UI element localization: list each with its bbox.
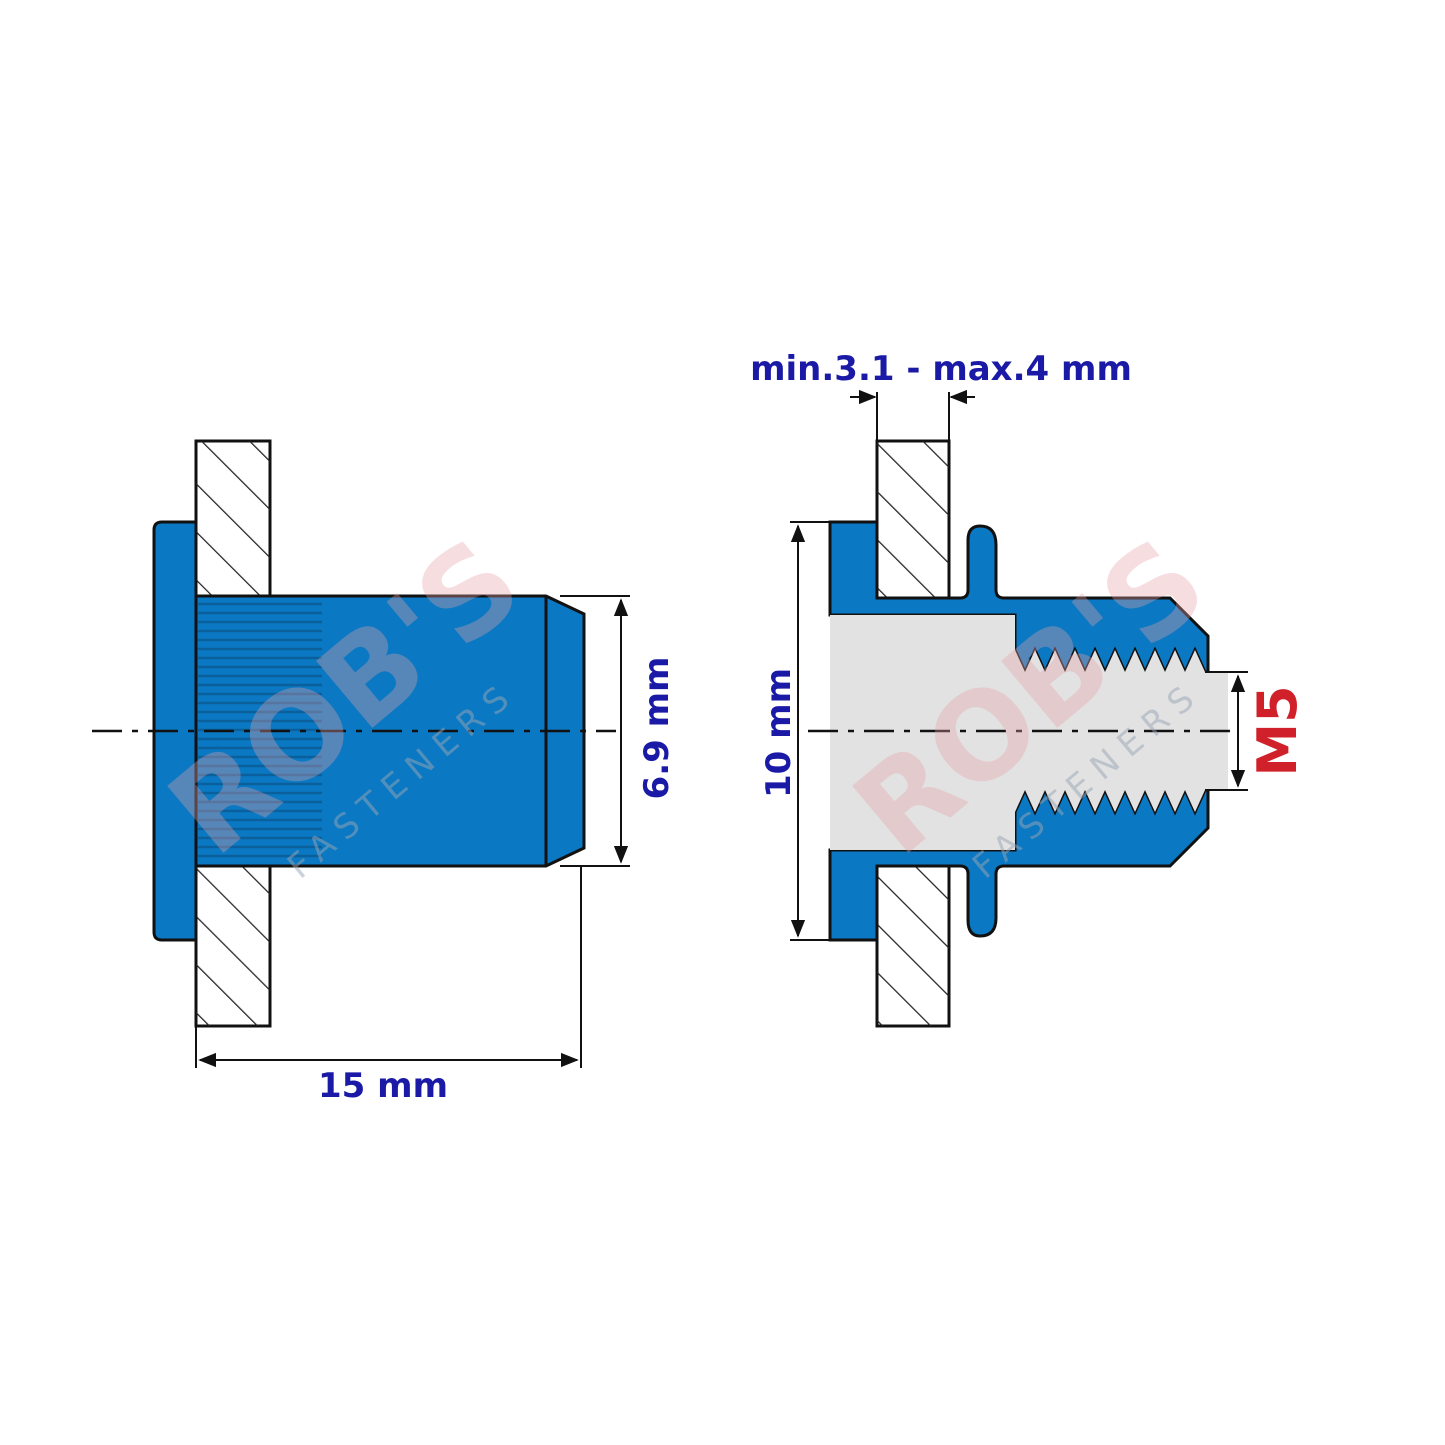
nut-bore bbox=[830, 615, 1228, 850]
upper-plate-right-hatch bbox=[877, 441, 949, 598]
upper-plate-left-hatch bbox=[196, 441, 270, 596]
lower-plate-left-hatch bbox=[196, 866, 270, 1026]
length-label: 15 mm bbox=[318, 1066, 448, 1106]
thread-size-label: M5 bbox=[1246, 685, 1309, 776]
left-view: 6.9 mm 15 mm ROB'S FASTENERS bbox=[92, 439, 677, 1106]
lower-plate-right-hatch bbox=[877, 866, 949, 1026]
head-diameter-label: 10 mm bbox=[759, 668, 799, 798]
right-view: min.3.1 - max.4 mm 10 mm M5 ROB'S FASTEN… bbox=[750, 349, 1309, 1028]
grip-range-label: min.3.1 - max.4 mm bbox=[750, 349, 1132, 389]
knurling bbox=[198, 602, 322, 858]
body-diameter-label: 6.9 mm bbox=[637, 657, 677, 800]
